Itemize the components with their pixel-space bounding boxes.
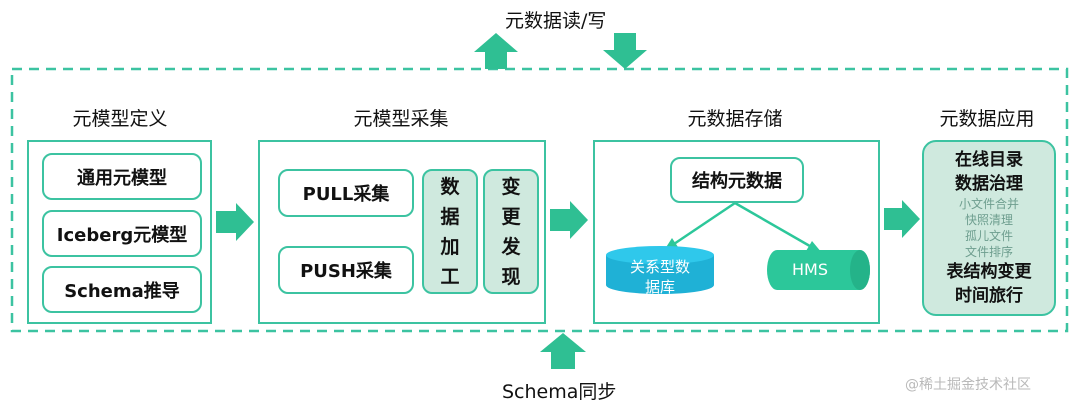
item-data-processing: 数 据 加 工: [422, 169, 478, 294]
panel-model-def: 通用元模型 Iceberg元模型 Schema推导: [27, 140, 212, 324]
relational-db-cylinder: [606, 246, 714, 294]
processing-char: 据: [440, 205, 460, 228]
change-char: 发: [501, 235, 521, 258]
app-sub-small-file-merge: 小文件合并: [958, 197, 1019, 211]
top-down-arrow: [603, 33, 647, 69]
connector-to-db: [667, 201, 736, 250]
outer-dashed-frame: [10, 67, 1069, 333]
app-sub-file-sort: 文件排序: [964, 245, 1013, 259]
processing-char: 数: [440, 175, 460, 198]
change-char: 变: [501, 175, 521, 198]
item-structure-metadata: 结构元数据: [670, 157, 804, 203]
change-char: 现: [501, 265, 521, 288]
section-title-storage: 元数据存储: [687, 108, 783, 130]
item-iceberg-model: Iceberg元模型: [42, 210, 202, 257]
app-online-catalog: 在线目录: [955, 150, 1023, 170]
connector-to-hms: [734, 201, 816, 251]
item-pull-collect: PULL采集: [278, 169, 414, 217]
section-title-model-collect: 元模型采集: [353, 108, 449, 130]
bottom-up-arrow: [540, 333, 586, 369]
app-data-governance: 数据治理: [955, 174, 1023, 194]
item-generic-model: 通用元模型: [42, 153, 202, 200]
arrow-collect-to-storage: [550, 201, 588, 239]
section-title-application: 元数据应用: [939, 108, 1035, 130]
top-up-arrow: [474, 33, 518, 69]
item-schema-inference: Schema推导: [42, 266, 202, 313]
top-label: 元数据读/写: [505, 10, 607, 32]
hms-label: HMS: [792, 260, 828, 279]
bottom-label: Schema同步: [502, 381, 617, 403]
app-time-travel: 时间旅行: [955, 286, 1023, 306]
processing-char: 加: [440, 235, 460, 258]
relational-db-line: 关系型数: [629, 258, 690, 276]
arrow-def-to-collect: [216, 203, 254, 241]
watermark: @稀土掘金技术社区: [905, 377, 1031, 393]
arrow-storage-to-app: [884, 200, 920, 238]
section-title-model-def: 元模型定义: [72, 108, 168, 130]
item-push-collect: PUSH采集: [278, 246, 414, 294]
relational-db-label: 关系型数 据库: [612, 257, 708, 297]
app-sub-snapshot-cleanup: 快照清理: [964, 213, 1013, 227]
relational-db-line: 据库: [644, 278, 675, 296]
app-schema-change: 表结构变更: [946, 262, 1032, 282]
panel-model-collect: PULL采集 PUSH采集 数 据 加 工 变 更 发 现: [258, 140, 546, 324]
change-char: 更: [501, 205, 521, 228]
processing-char: 工: [440, 265, 460, 288]
panel-application: 在线目录 数据治理 小文件合并 快照清理 孤儿文件 文件排序 表结构变更 时间旅…: [922, 140, 1056, 316]
panel-storage: 结构元数据: [593, 140, 880, 324]
app-sub-orphan-files: 孤儿文件: [964, 229, 1013, 243]
hms-cylinder: [767, 250, 870, 290]
item-change-detection: 变 更 发 现: [483, 169, 539, 294]
